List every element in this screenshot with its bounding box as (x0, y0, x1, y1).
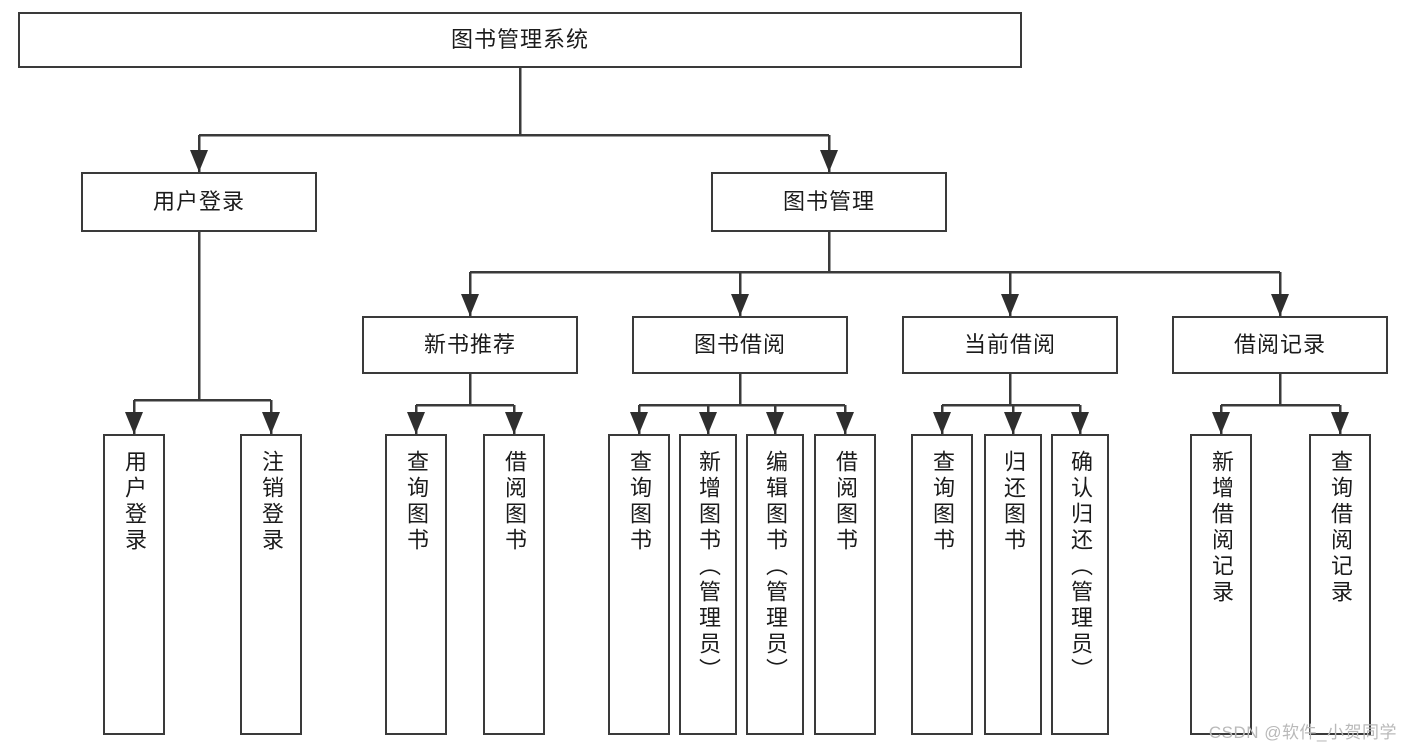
node-label: 新增图书（管理员） (696, 450, 721, 684)
leaf-confirm-return-admin[interactable]: 确认归还（管理员） (1051, 434, 1109, 735)
node-label: 当前借阅 (963, 331, 1056, 357)
leaf-user-login[interactable]: 用户登录 (103, 434, 165, 735)
node-label: 查询图书 (627, 450, 652, 554)
node-label: 借阅图书 (502, 450, 527, 554)
node-current-borrow[interactable]: 当前借阅 (902, 316, 1118, 374)
node-label: 新增借阅记录 (1209, 450, 1234, 606)
node-label: 图书管理系统 (450, 26, 589, 52)
node-label: 用户登录 (152, 188, 245, 214)
node-label: 新书推荐 (423, 331, 516, 357)
leaf-edit-book-admin[interactable]: 编辑图书（管理员） (746, 434, 804, 735)
node-label: 借阅记录 (1233, 331, 1326, 357)
node-label: 图书管理 (782, 188, 875, 214)
leaf-logout[interactable]: 注销登录 (240, 434, 302, 735)
node-label: 确认归还（管理员） (1068, 450, 1093, 684)
node-label: 编辑图书（管理员） (763, 450, 788, 684)
node-label: 归还图书 (1001, 450, 1026, 554)
node-label: 查询借阅记录 (1328, 450, 1353, 606)
leaf-add-borrow-record[interactable]: 新增借阅记录 (1190, 434, 1252, 735)
node-book-management[interactable]: 图书管理 (711, 172, 947, 232)
node-root[interactable]: 图书管理系统 (18, 12, 1022, 68)
leaf-query-book-recommend[interactable]: 查询图书 (385, 434, 447, 735)
node-borrow-record[interactable]: 借阅记录 (1172, 316, 1388, 374)
leaf-query-book-borrow[interactable]: 查询图书 (608, 434, 670, 735)
node-new-book-recommend[interactable]: 新书推荐 (362, 316, 578, 374)
leaf-borrow-book[interactable]: 借阅图书 (814, 434, 876, 735)
node-label: 查询图书 (404, 450, 429, 554)
node-label: 用户登录 (122, 450, 147, 554)
node-label: 查询图书 (930, 450, 955, 554)
leaf-add-book-admin[interactable]: 新增图书（管理员） (679, 434, 737, 735)
node-user-login[interactable]: 用户登录 (81, 172, 317, 232)
node-label: 图书借阅 (693, 331, 786, 357)
leaf-query-book-current[interactable]: 查询图书 (911, 434, 973, 735)
leaf-query-borrow-record[interactable]: 查询借阅记录 (1309, 434, 1371, 735)
node-book-borrow[interactable]: 图书借阅 (632, 316, 848, 374)
node-label: 注销登录 (259, 450, 284, 554)
node-label: 借阅图书 (833, 450, 858, 554)
leaf-borrow-book-recommend[interactable]: 借阅图书 (483, 434, 545, 735)
leaf-return-book[interactable]: 归还图书 (984, 434, 1042, 735)
watermark: CSDN @软件_小贺同学 (1208, 723, 1397, 742)
